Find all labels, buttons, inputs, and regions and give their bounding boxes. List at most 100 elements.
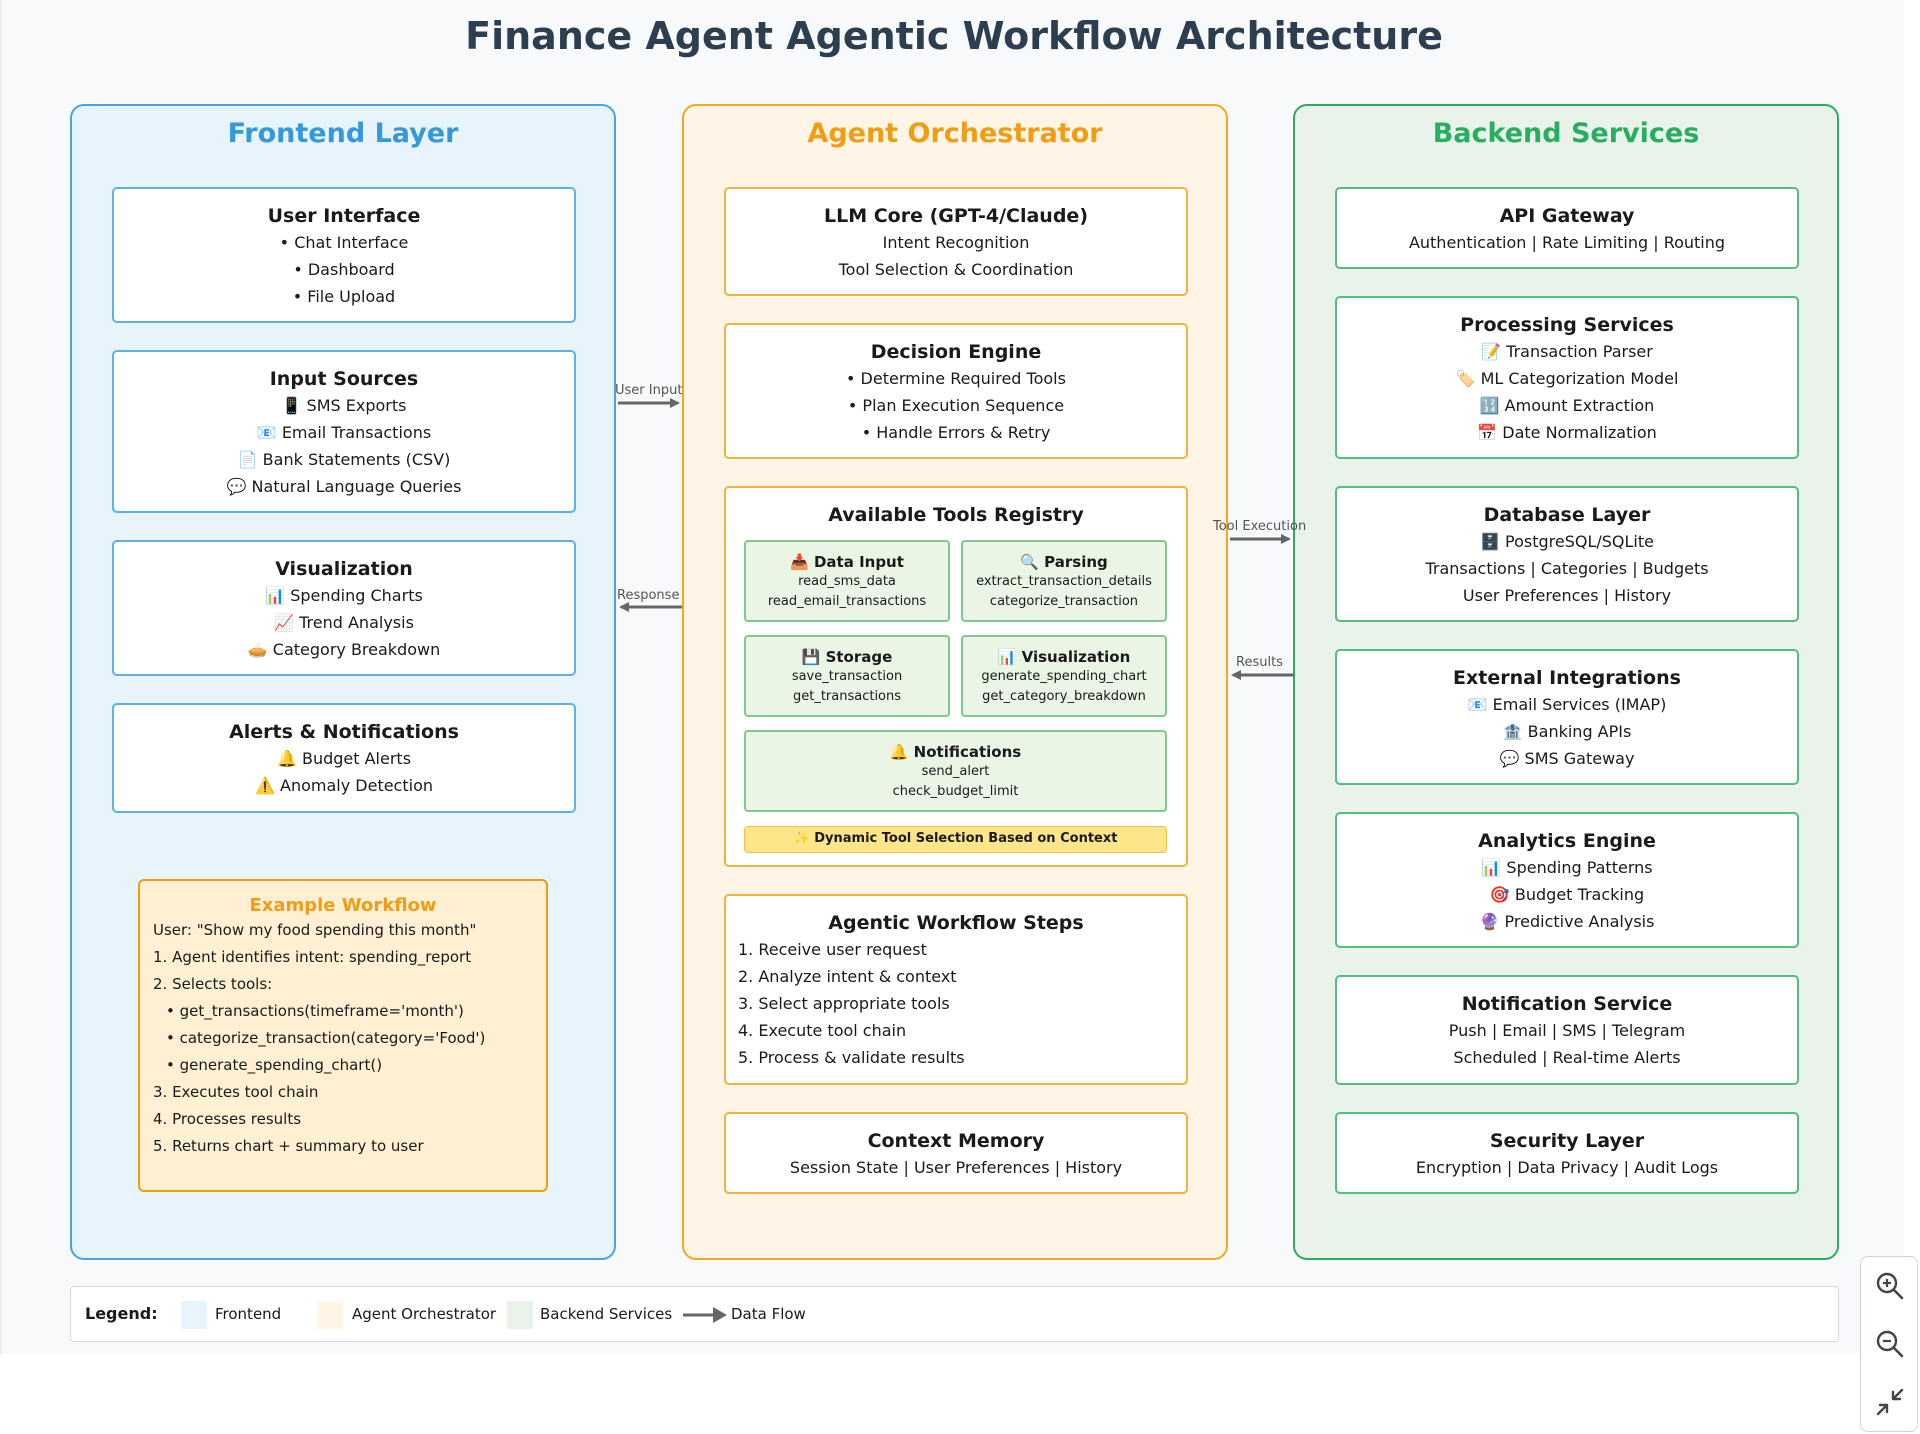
- tool-title: 🔔 Notifications: [889, 743, 1022, 761]
- legend-arrow-icon: [683, 1307, 727, 1323]
- tool-line: save_transaction: [791, 669, 903, 684]
- legend-item-agent: Agent Orchestrator: [352, 1305, 497, 1323]
- example-line: 4. Processes results: [153, 1110, 302, 1128]
- zoom-controls: [1860, 1256, 1918, 1432]
- visualization-box: Visualization 📊 Spending Charts 📈 Trend …: [112, 540, 576, 676]
- example-line: User: "Show my food spending this month": [153, 921, 477, 939]
- tool-storage: 💾 Storage save_transaction get_transacti…: [744, 635, 950, 717]
- zoom-out-button[interactable]: [1861, 1315, 1919, 1373]
- diagram-title: Finance Agent Agentic Workflow Architect…: [465, 14, 1443, 58]
- box-line: 3. Select appropriate tools: [738, 994, 950, 1013]
- box-title: Processing Services: [1460, 314, 1674, 336]
- legend: Legend: Frontend Agent Orchestrator Back…: [70, 1286, 1839, 1342]
- box-line: Transactions | Categories | Budgets: [1425, 559, 1709, 578]
- box-title: Alerts & Notifications: [229, 721, 459, 743]
- box-line: 🏦 Banking APIs: [1502, 722, 1632, 741]
- frontend-layer: Frontend Layer User Interface • Chat Int…: [70, 104, 616, 1260]
- analytics-engine-box: Analytics Engine 📊 Spending Patterns 🎯 B…: [1335, 812, 1799, 948]
- box-line: Push | Email | SMS | Telegram: [1448, 1021, 1686, 1040]
- tool-execution-label: Tool Execution: [1213, 519, 1307, 534]
- legend-item-backend: Backend Services: [540, 1305, 673, 1323]
- box-line: • Chat Interface: [279, 233, 409, 252]
- box-line: 📊 Spending Charts: [265, 586, 423, 605]
- tool-data-input: 📥 Data Input read_sms_data read_email_tr…: [744, 540, 950, 622]
- example-line: 5. Returns chart + summary to user: [153, 1137, 424, 1155]
- box-line: 2. Analyze intent & context: [738, 967, 957, 986]
- legend-swatch-frontend: [181, 1301, 207, 1329]
- box-line: 📄 Bank Statements (CSV): [237, 450, 451, 469]
- box-title: API Gateway: [1499, 205, 1635, 227]
- fit-view-button[interactable]: [1861, 1373, 1919, 1431]
- context-memory-box: Context Memory Session State | User Pref…: [724, 1112, 1188, 1194]
- tool-line: categorize_transaction: [989, 594, 1139, 609]
- tools-registry-box: Available Tools Registry 📥 Data Input re…: [724, 486, 1188, 867]
- zoom-out-icon: [1876, 1330, 1904, 1358]
- example-workflow-box: Example Workflow User: "Show my food spe…: [138, 879, 548, 1192]
- box-line: 💬 Natural Language Queries: [226, 477, 462, 496]
- box-line: 📊 Spending Patterns: [1481, 858, 1653, 877]
- processing-services-box: Processing Services 📝 Transaction Parser…: [1335, 296, 1799, 459]
- diagram-canvas: Finance Agent Agentic Workflow Architect…: [0, 0, 1839, 1354]
- llm-core-box: LLM Core (GPT-4/Claude) Intent Recogniti…: [724, 187, 1188, 296]
- box-line: 🔢 Amount Extraction: [1479, 396, 1655, 415]
- box-line: 📈 Trend Analysis: [274, 613, 414, 632]
- dynamic-tool-selection-banner: ✨ Dynamic Tool Selection Based on Contex…: [744, 826, 1167, 853]
- box-line: 🎯 Budget Tracking: [1489, 885, 1645, 904]
- input-sources-box: Input Sources 📱 SMS Exports 📧 Email Tran…: [112, 350, 576, 513]
- box-title: Agentic Workflow Steps: [828, 912, 1084, 934]
- box-line: • Handle Errors & Retry: [861, 423, 1051, 442]
- tool-line: get_transactions: [792, 689, 902, 704]
- box-line: 💬 SMS Gateway: [1499, 749, 1635, 768]
- tool-line: send_alert: [921, 764, 990, 779]
- zoom-in-icon: [1876, 1272, 1904, 1300]
- backend-services-title: Backend Services: [1432, 118, 1700, 149]
- notification-service-box: Notification Service Push | Email | SMS …: [1335, 975, 1799, 1085]
- tool-line: read_sms_data: [798, 574, 896, 589]
- box-line: 4. Execute tool chain: [738, 1021, 907, 1040]
- example-line: • categorize_transaction(category='Food'…: [166, 1029, 486, 1047]
- agent-orchestrator-title: Agent Orchestrator: [807, 118, 1103, 149]
- box-line: Authentication | Rate Limiting | Routing: [1408, 233, 1726, 252]
- data-flow-arrows: [618, 398, 1293, 680]
- tool-visualization: 📊 Visualization generate_spending_chart …: [961, 635, 1167, 717]
- tool-line: get_category_breakdown: [982, 689, 1146, 704]
- backend-services: Backend Services API Gateway Authenticat…: [1293, 104, 1839, 1260]
- tool-title: 🔍 Parsing: [1020, 553, 1108, 571]
- legend-swatch-backend: [507, 1301, 533, 1329]
- box-line: ⚠️ Anomaly Detection: [255, 776, 433, 795]
- legend-label: Legend:: [85, 1304, 158, 1323]
- box-line: 🗄️ PostgreSQL/SQLite: [1480, 532, 1654, 551]
- example-line: • get_transactions(timeframe='month'): [166, 1002, 464, 1020]
- box-title: Analytics Engine: [1478, 830, 1656, 852]
- alerts-notifications-box: Alerts & Notifications 🔔 Budget Alerts ⚠…: [112, 703, 576, 813]
- tool-title: 📊 Visualization: [997, 648, 1131, 666]
- box-line: 📝 Transaction Parser: [1481, 342, 1653, 361]
- box-line: 1. Receive user request: [738, 940, 927, 959]
- example-line: 3. Executes tool chain: [153, 1083, 319, 1101]
- box-line: 📧 Email Services (IMAP): [1467, 695, 1667, 714]
- box-title: Input Sources: [269, 368, 419, 390]
- box-line: Encryption | Data Privacy | Audit Logs: [1415, 1158, 1719, 1177]
- box-line: 🏷️ ML Categorization Model: [1455, 369, 1679, 388]
- tool-notifications: 🔔 Notifications send_alert check_budget_…: [744, 730, 1167, 812]
- box-line: Tool Selection & Coordination: [838, 260, 1074, 279]
- legend-item-frontend: Frontend: [215, 1305, 282, 1323]
- frontend-layer-title: Frontend Layer: [227, 118, 459, 149]
- box-line: 🔮 Predictive Analysis: [1479, 912, 1655, 931]
- box-line: • Determine Required Tools: [846, 369, 1066, 388]
- box-title: Context Memory: [867, 1130, 1045, 1152]
- tool-parsing: 🔍 Parsing extract_transaction_details ca…: [961, 540, 1167, 622]
- tool-title: 📥 Data Input: [790, 553, 904, 571]
- tool-line: check_budget_limit: [892, 784, 1019, 799]
- response-label: Response: [617, 588, 680, 603]
- tool-line: generate_spending_chart: [981, 669, 1147, 684]
- legend-item-data-flow: Data Flow: [731, 1305, 806, 1323]
- box-line: 📅 Date Normalization: [1477, 423, 1657, 442]
- tool-title: 💾 Storage: [801, 648, 893, 666]
- legend-swatch-agent: [317, 1301, 343, 1329]
- zoom-in-button[interactable]: [1861, 1257, 1919, 1315]
- decision-engine-box: Decision Engine • Determine Required Too…: [724, 323, 1188, 459]
- box-title: Available Tools Registry: [828, 504, 1084, 526]
- security-layer-box: Security Layer Encryption | Data Privacy…: [1335, 1112, 1799, 1194]
- box-line: 📧 Email Transactions: [256, 423, 432, 442]
